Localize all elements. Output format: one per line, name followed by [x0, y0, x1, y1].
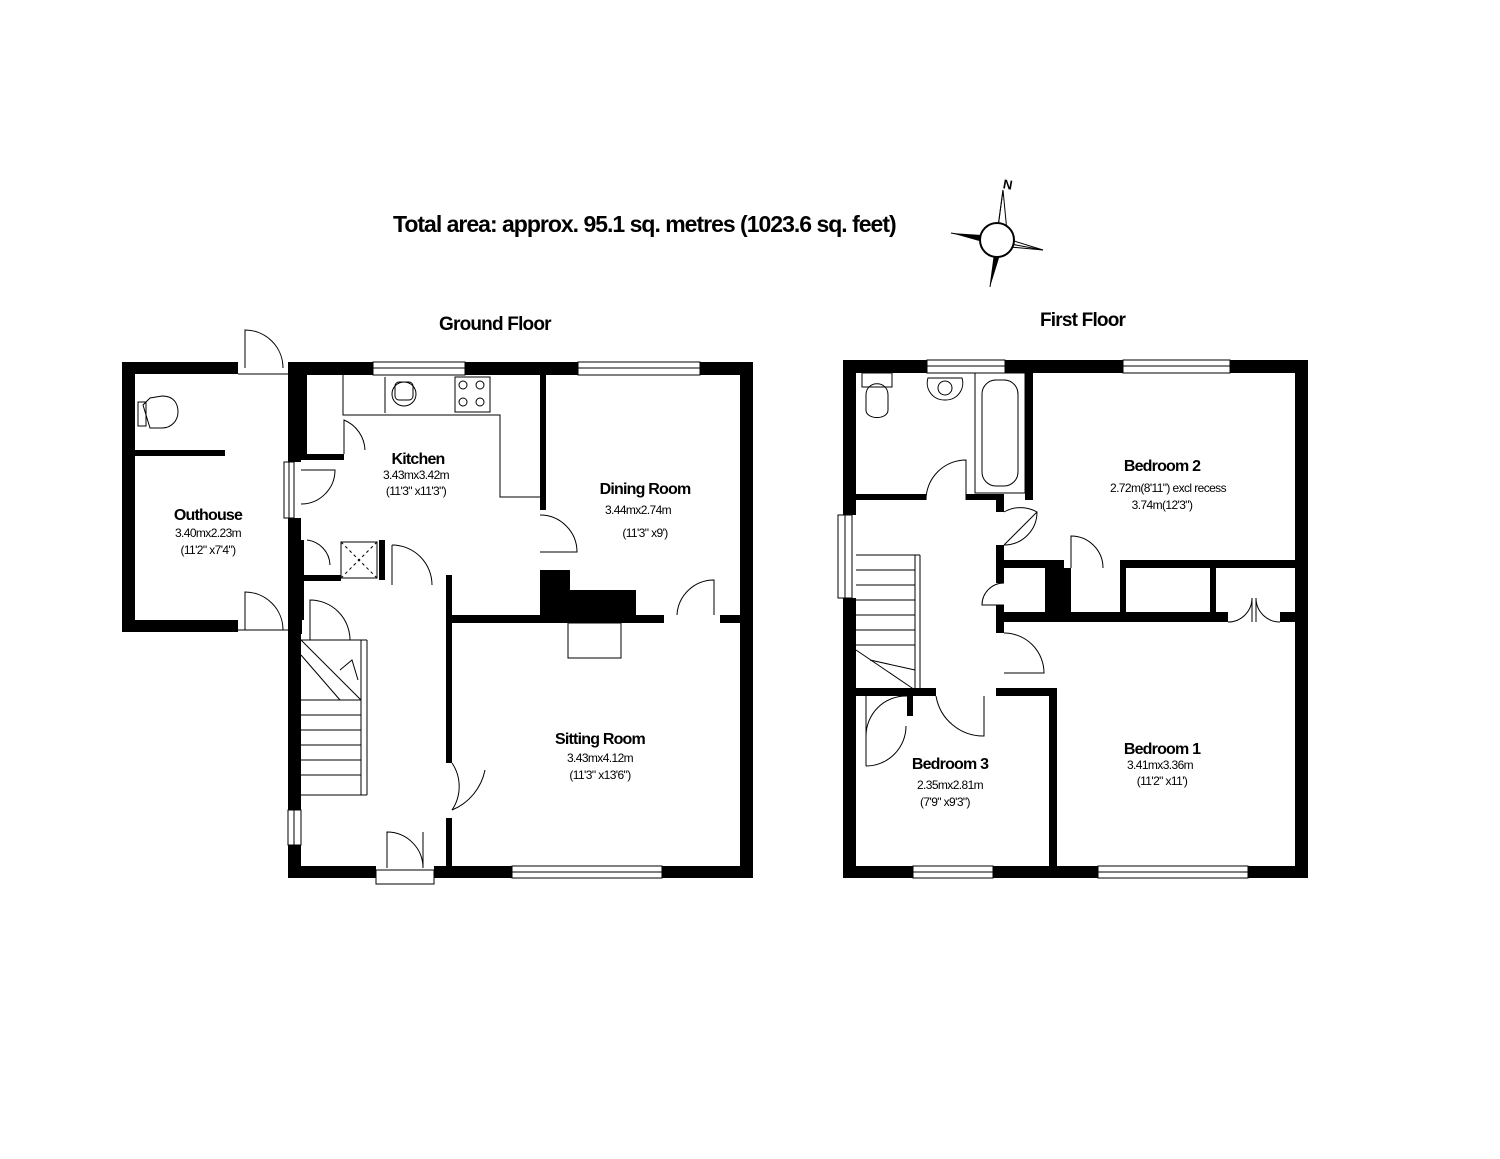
first-floor-label: First Floor: [1040, 310, 1127, 331]
room-name: Outhouse: [174, 507, 243, 524]
room-name: Bedroom 3: [912, 756, 989, 773]
room-label-outhouse: Outhouse 3.40mx2.23m (11'2" x7'4"): [174, 507, 244, 557]
room-dim-imperial: 3.74m(12'3"): [1132, 498, 1193, 512]
room-dim-metric: 3.43mx3.42m: [383, 468, 450, 482]
room-dim-metric: 3.43mx4.12m: [567, 751, 634, 765]
hall-window: [287, 809, 302, 846]
bathroom-window: [926, 359, 1006, 374]
room-label-bedroom1: Bedroom 1 3.41mx3.36m (11'2" x11'): [1124, 741, 1202, 788]
room-name: Bedroom 2: [1124, 458, 1201, 475]
compass-rose-icon: N: [950, 176, 1044, 288]
ground-staircase: [300, 599, 368, 796]
room-label-bedroom2: Bedroom 2 2.72m(8'11") excl recess 3.74m…: [1110, 458, 1227, 512]
total-area-title: Total area: approx. 95.1 sq. metres (102…: [393, 211, 896, 237]
compass-north-label: N: [1002, 176, 1014, 192]
dining-window: [577, 361, 701, 376]
room-dim-metric: 3.41mx3.36m: [1127, 758, 1194, 772]
room-label-bedroom3: Bedroom 3 2.35mx2.81m (7'9" x9'3"): [912, 756, 990, 809]
first-floor-plan: [837, 359, 1308, 879]
room-name: Dining Room: [600, 481, 691, 498]
room-name: Kitchen: [391, 451, 444, 468]
bedroom3-window: [912, 865, 994, 879]
room-dim-metric: 2.35mx2.81m: [917, 778, 984, 792]
room-name: Bedroom 1: [1124, 741, 1201, 758]
room-dim-imperial: (7'9" x9'3"): [920, 795, 971, 809]
bedroom2-window: [1122, 359, 1231, 374]
kitchen-window: [372, 361, 466, 376]
room-label-kitchen: Kitchen 3.43mx3.42m (11'3" x11'3"): [383, 451, 450, 498]
room-label-sitting: Sitting Room 3.43mx4.12m (11'3" x13'6"): [555, 731, 646, 782]
room-dim-imperial: (11'3" x9'): [622, 526, 668, 540]
ground-floor-label: Ground Floor: [439, 314, 552, 335]
bedroom1-window: [1097, 865, 1249, 879]
sitting-window: [511, 865, 663, 879]
room-dim-imperial: (11'3" x11'3"): [386, 484, 447, 498]
room-dim-metric: 3.44mx2.74m: [605, 503, 672, 517]
front-door: [375, 831, 435, 885]
room-dim-metric: 3.40mx2.23m: [175, 526, 242, 540]
landing-window: [837, 514, 853, 599]
room-dim-metric: 2.72m(8'11") excl recess: [1110, 481, 1227, 495]
room-dim-imperial: (11'2" x7'4"): [180, 543, 236, 557]
first-staircase: [855, 554, 921, 691]
room-name: Sitting Room: [555, 731, 646, 748]
ground-floor-plan: [122, 329, 753, 885]
side-window: [283, 461, 295, 519]
room-label-dining: Dining Room 3.44mx2.74m (11'3" x9'): [600, 481, 692, 540]
room-dim-imperial: (11'2" x11'): [1137, 774, 1188, 788]
room-dim-imperial: (11'3" x13'6"): [569, 768, 631, 782]
